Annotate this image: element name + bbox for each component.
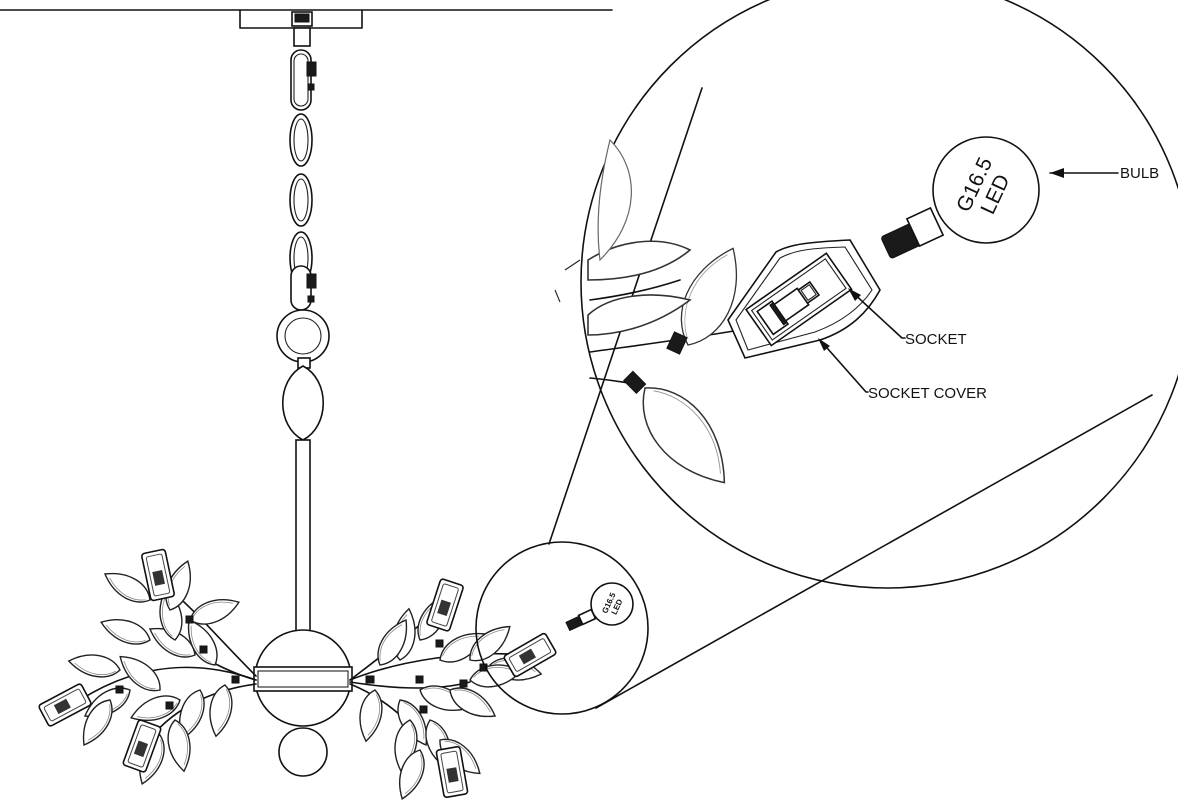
label-socket-cover: SOCKET COVER bbox=[868, 385, 987, 402]
callout-socket-cover: SOCKET COVER bbox=[818, 338, 987, 402]
large-detail-circle: G16.5 LED bbox=[554, 0, 1178, 589]
callout-socket: SOCKET bbox=[848, 288, 967, 348]
label-bulb: BULB bbox=[1120, 165, 1159, 182]
small-detail-circle: G16.5 LED bbox=[475, 541, 649, 715]
center-hub bbox=[253, 629, 353, 777]
stem-assembly bbox=[276, 309, 330, 639]
ceiling-canopy bbox=[0, 9, 613, 47]
magnifier-tangent-lines bbox=[548, 87, 1153, 709]
label-socket: SOCKET bbox=[905, 331, 967, 348]
right-branch-cluster bbox=[349, 577, 558, 804]
left-branch-cluster bbox=[37, 548, 257, 789]
chain bbox=[289, 49, 317, 311]
callout-bulb: BULB bbox=[1049, 165, 1159, 182]
